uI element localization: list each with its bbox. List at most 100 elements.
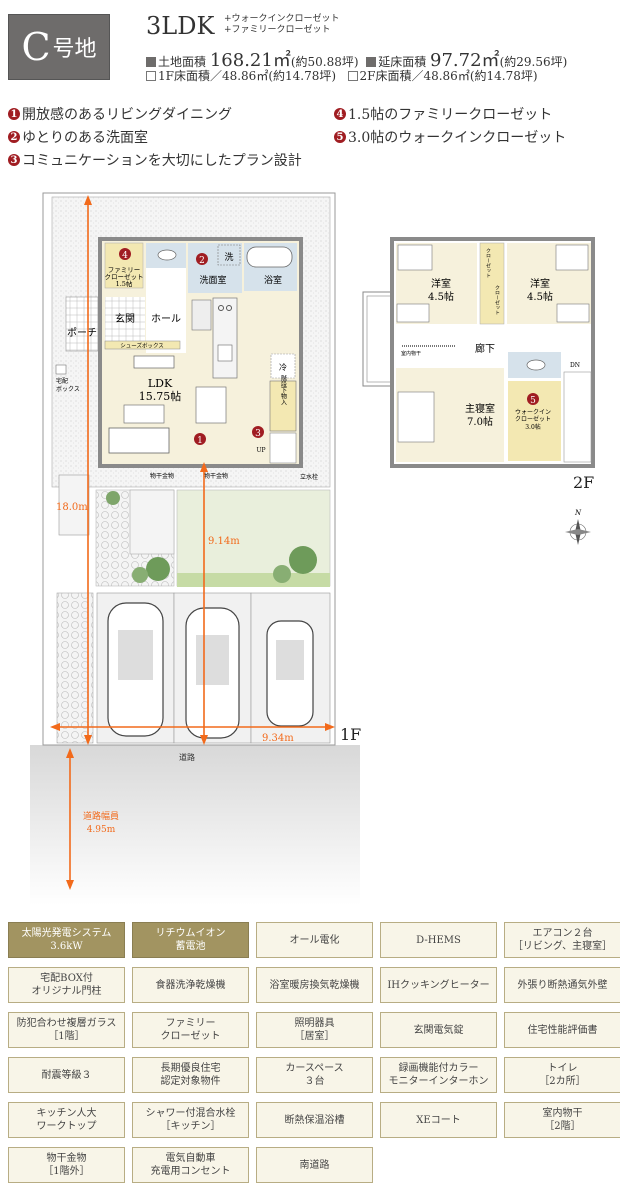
hall: [146, 268, 186, 353]
wic-label: ウォークイン: [515, 408, 551, 416]
north-label: N: [574, 509, 582, 517]
closets: [479, 242, 505, 325]
f1-area: 1F床面積／48.86㎡(約14.78坪): [158, 69, 337, 83]
tree-icon: [273, 565, 291, 583]
number-badge: 4: [334, 108, 346, 120]
parking: [96, 592, 331, 744]
equipment-item: 玄関電気錠: [380, 1012, 497, 1048]
floor-plan: ポーチ 宅配 ボックス ファミリー クローゼット 1.5帖 洗 洗面室 浴室 玄…: [30, 192, 595, 905]
tree-icon: [132, 567, 148, 583]
equipment-item: エアコン２台 ［リビング、主寝室］: [504, 922, 620, 958]
porch-label: ポーチ: [67, 327, 97, 339]
stove-icon: [226, 305, 232, 311]
garden-hedge: [177, 573, 330, 587]
feature-text: ゆとりのある洗面室: [22, 130, 148, 146]
staircase-1f: [269, 432, 297, 464]
svg-text:1: 1: [197, 436, 203, 446]
room-left-label: 洋室: [431, 277, 451, 290]
number-marker-1: 1: [194, 433, 206, 446]
svg-text:2: 2: [199, 256, 205, 266]
plan-extra-2: +ファミリークローゼット: [224, 25, 331, 35]
road-label: 道路: [179, 752, 195, 762]
filled-square-icon: [366, 57, 377, 67]
equipment-item: リチウムイオン 蓄電池: [132, 922, 249, 958]
equipment-item: 電気自動車 充電用コンセント: [132, 1147, 249, 1183]
equipment-item: シャワー付混合水栓 ［キッチン］: [132, 1102, 249, 1138]
equipment-item: ファミリー クローゼット: [132, 1012, 249, 1048]
storage-slab: [58, 474, 90, 536]
desk-icon: [556, 303, 590, 323]
area-line-1: 土地面積 168.21㎡(約50.88坪) 延床面積 97.72㎡(約29.56…: [146, 46, 567, 72]
entrance: [105, 297, 145, 343]
number-marker-2: 2: [196, 253, 208, 266]
number-marker-4: 4: [119, 248, 131, 261]
svg-text:4: 4: [122, 251, 128, 261]
number-badge: 1: [8, 108, 20, 120]
sink-icon: [217, 344, 233, 362]
equipment-item: 食器洗浄乾燥機: [132, 967, 249, 1003]
staircase-2f: [563, 371, 592, 463]
wic-size: 3.0帖: [525, 423, 541, 431]
depth-dimension: 18.0m: [56, 502, 88, 513]
lot-suffix: 号地: [52, 37, 97, 62]
family-closet-label: クローゼット: [105, 272, 144, 281]
plan-type: 3LDK: [146, 12, 215, 40]
delivery-box-label: ボックス: [56, 385, 80, 393]
svg-text:5: 5: [530, 396, 536, 406]
area-line-2: 1F床面積／48.86㎡(約14.78坪) 2F床面積／48.86㎡(約14.7…: [146, 67, 538, 84]
room-left-size: 4.5帖: [428, 290, 454, 303]
svg-text:3: 3: [255, 429, 261, 439]
shoebox-label: シューズボックス: [120, 342, 164, 350]
equipment-item: キッチン人大 ワークトップ: [8, 1102, 125, 1138]
drying-hardware-label: 物干金物: [204, 472, 228, 480]
filled-square-icon: [146, 57, 156, 67]
corridor-label: 廊下: [475, 342, 495, 355]
equipment-item: 室内物干 ［2階］: [504, 1102, 620, 1138]
drying-hardware-label: 物干金物: [150, 472, 174, 480]
lot-badge: C 号地: [8, 14, 110, 80]
empty-square-icon: [146, 71, 156, 81]
equipment-item: 南道路: [256, 1147, 373, 1183]
equipment-item: 宅配BOX付 オリジナル門柱: [8, 967, 125, 1003]
equipment-item: 耐震等級３: [8, 1057, 125, 1093]
indoor-drying-label: 室内物干: [401, 350, 421, 357]
compass-icon: N: [565, 509, 591, 545]
floor-1-label: 1F: [340, 725, 361, 744]
equipment-item: D-HEMS: [380, 922, 497, 958]
equipment-item: オール電化: [256, 922, 373, 958]
yard-dimension: 9.14m: [208, 536, 240, 547]
master-bedroom-size: 7.0帖: [467, 415, 493, 428]
number-marker-3: 3: [252, 426, 264, 439]
bed-icon: [555, 244, 589, 271]
room-right-size: 4.5帖: [527, 290, 553, 303]
coffee-table-icon: [123, 404, 165, 424]
equipment-item: トイレ ［2カ所］: [504, 1057, 620, 1093]
land-area-label: 土地面積: [158, 55, 207, 69]
faucet-label: 立水栓: [300, 473, 318, 481]
lot-letter: C: [21, 25, 51, 69]
under-stairs-storage: [269, 380, 297, 432]
washroom: [188, 243, 242, 293]
equipment-item: 録画機能付カラー モニターインターホン: [380, 1057, 497, 1093]
plan-extra-1: +ウォークインクローゼット: [224, 14, 340, 24]
tree-icon: [289, 546, 317, 574]
stairs-down-label: DN: [570, 362, 580, 369]
closet-label: クローゼット: [485, 248, 491, 278]
washer-label: 洗: [224, 251, 233, 263]
equipment-item: 断熱保温浴槽: [256, 1102, 373, 1138]
toilet-icon: [526, 359, 546, 371]
washbasin-icon: [191, 299, 212, 331]
kitchen-counter: [212, 297, 238, 379]
approach-path: [56, 592, 94, 744]
bathroom-label: 浴室: [264, 274, 282, 286]
equipment-item: 物干金物 ［1階外］: [8, 1147, 125, 1183]
f2-area: 2F床面積／48.86㎡(約14.78坪): [359, 69, 538, 83]
under-stairs-label: 階段下物入: [280, 374, 287, 405]
toilet-icon: [157, 249, 177, 261]
entrance-label: 玄関: [115, 312, 135, 325]
land-area-tsubo: (約50.88坪): [290, 55, 359, 69]
bicycle-space: [129, 489, 175, 555]
